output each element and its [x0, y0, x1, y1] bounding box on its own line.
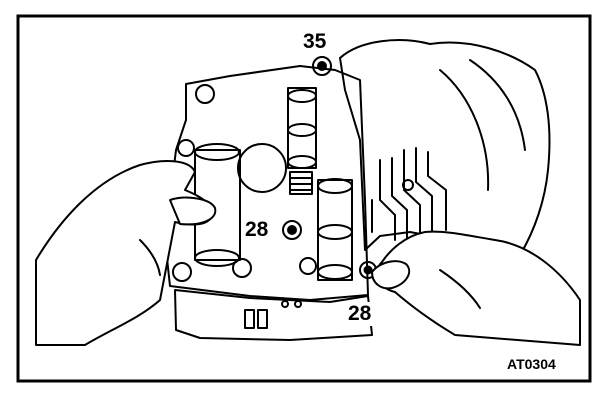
case-rib	[469, 59, 526, 151]
valve-spool-top	[287, 87, 317, 169]
passage-port	[402, 179, 414, 191]
separator-plate	[174, 289, 373, 341]
plate-hole	[294, 300, 302, 308]
mounting-boss	[299, 257, 317, 275]
plate-slot	[257, 309, 268, 329]
callout-torque-top: 35	[303, 30, 327, 53]
bolt-middle	[282, 220, 302, 240]
plate-hole	[281, 300, 289, 308]
left-hand	[35, 160, 214, 346]
fluid-passage	[427, 151, 447, 231]
right-hand	[376, 230, 581, 346]
bore-end	[194, 143, 240, 161]
bore-end	[194, 249, 240, 267]
accumulator-bore	[237, 143, 287, 193]
mounting-boss	[232, 258, 252, 278]
mounting-boss	[172, 262, 192, 282]
fluid-passage	[391, 157, 408, 239]
figure-frame	[16, 14, 592, 383]
callout-torque-middle: 28	[243, 218, 271, 242]
bolt-top	[312, 56, 332, 76]
bolt-bottom	[359, 261, 377, 279]
spool-land	[317, 178, 353, 194]
spring-coil	[289, 177, 313, 191]
callout-torque-bottom: 28	[346, 302, 374, 326]
fluid-passage	[415, 147, 433, 233]
fluid-passage	[403, 149, 421, 237]
left-thumb	[169, 196, 217, 226]
mounting-boss	[177, 139, 195, 157]
spool-land	[287, 89, 317, 103]
figure-code: AT0304	[507, 356, 556, 372]
knuckle-line	[139, 239, 161, 276]
knuckle-line	[439, 269, 481, 309]
mounting-boss	[195, 84, 215, 104]
case-rib	[439, 69, 490, 191]
fluid-passage	[379, 159, 396, 241]
spool-land	[287, 123, 317, 137]
plate-slot	[244, 309, 255, 329]
spool-land	[317, 264, 353, 280]
spool-land	[317, 224, 353, 240]
spool-land	[287, 155, 317, 169]
right-index-finger	[371, 260, 411, 290]
